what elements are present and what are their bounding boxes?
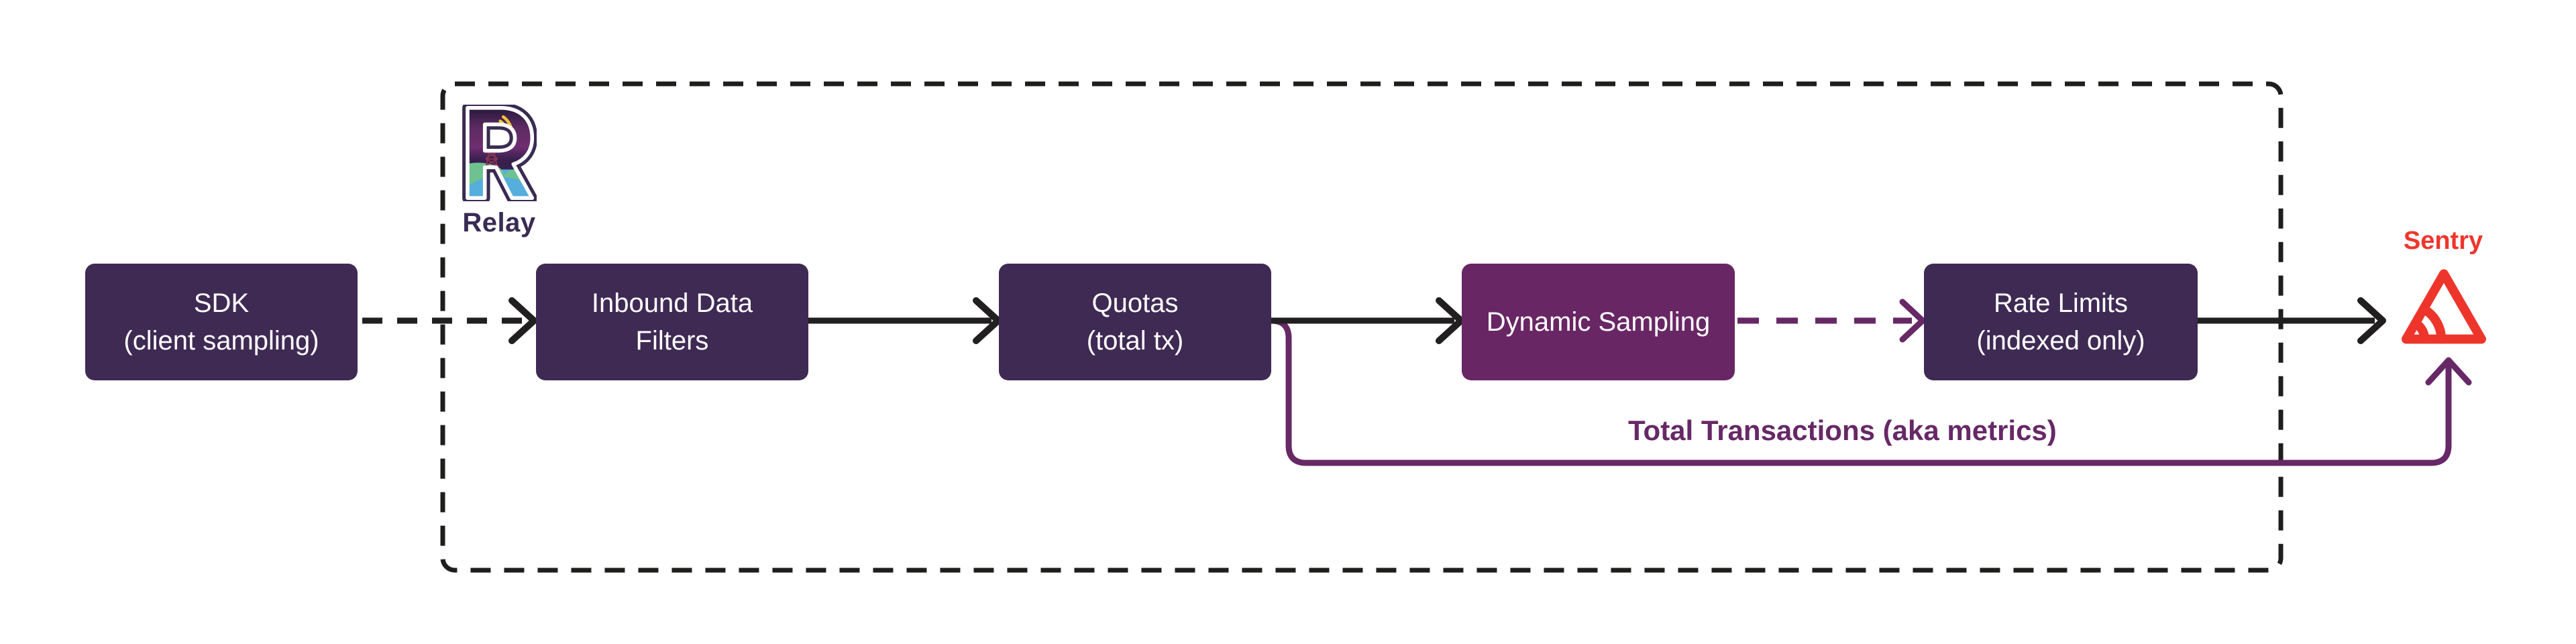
node-dynamic-sampling: Dynamic Sampling (1462, 264, 1735, 380)
node-sublabel: (client sampling) (123, 326, 319, 356)
node-label: Rate Limits (1993, 288, 2129, 318)
node-label: Dynamic Sampling (1486, 307, 1711, 337)
node-sdk: SDK (client sampling) (85, 264, 358, 380)
node-label: Quotas (1091, 288, 1179, 318)
node-inbound-data-filters: Inbound Data Filters (536, 264, 808, 380)
node-sublabel: (total tx) (1086, 326, 1184, 356)
node-label: Inbound Data (591, 288, 753, 318)
arrowhead-right-icon (1899, 299, 1926, 343)
arrowhead-right-icon (508, 297, 537, 344)
node-quotas: Quotas (total tx) (999, 264, 1271, 380)
arrowhead-right-icon (973, 297, 1002, 344)
node-sublabel: Filters (635, 326, 709, 356)
node-label: SDK (193, 288, 250, 318)
sentry-caption: Sentry (2403, 227, 2483, 255)
sentry-logo-icon (2401, 269, 2487, 344)
node-sublabel: (indexed only) (1976, 326, 2145, 356)
arrowhead-up-icon (2425, 357, 2472, 386)
edge-quotas-to-sentry (1268, 317, 2452, 466)
relay-boundary-box (440, 81, 2284, 573)
relay-caption: Relay (462, 208, 536, 237)
relay-logo-icon (462, 105, 537, 201)
arrowhead-right-icon (1436, 297, 1464, 344)
edge-label-total-transactions: Total Transactions (aka metrics) (1628, 415, 2057, 446)
arrowhead-right-icon (2357, 297, 2386, 344)
node-rate-limits: Rate Limits (indexed only) (1924, 264, 2198, 380)
